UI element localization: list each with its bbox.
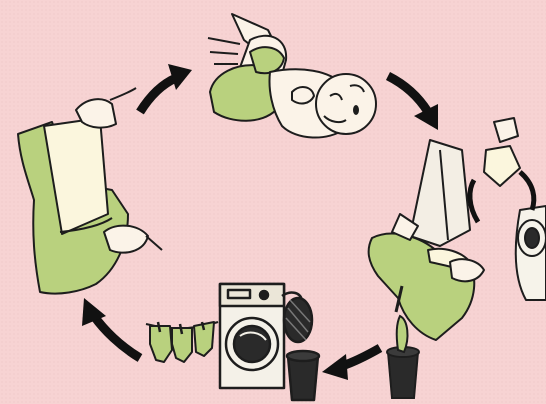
arrow-to-line [82,298,140,358]
toilet-rinse-icon [369,118,546,340]
arrow-to-top [140,64,192,112]
arrow-to-bin [322,348,380,380]
clothesline-icon [146,322,218,362]
diaper-pail-icon [387,316,419,398]
baby-diaper-change-icon [208,14,376,138]
washing-machine-icon [220,284,319,400]
arrow-to-right [388,76,438,130]
diaper-insert-icon [18,88,162,294]
